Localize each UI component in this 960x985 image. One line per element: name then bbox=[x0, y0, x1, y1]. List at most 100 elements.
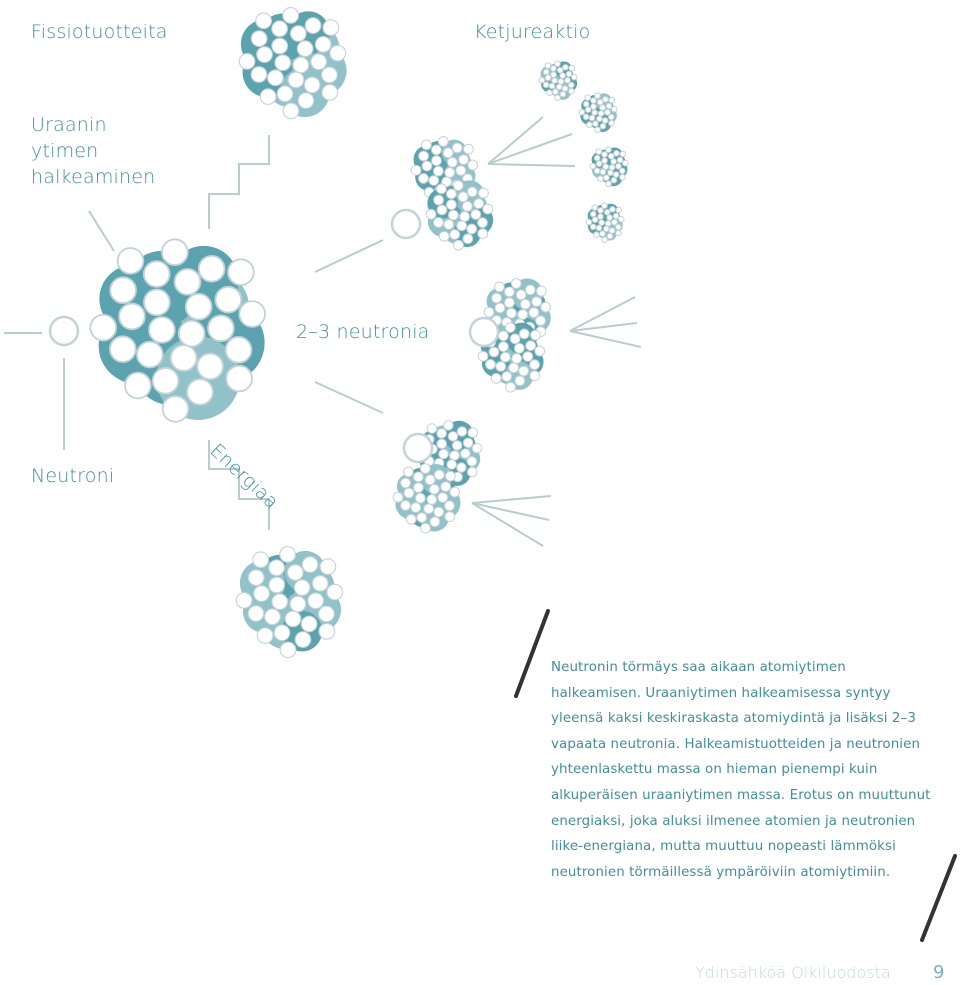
nucleon-sphere bbox=[589, 223, 597, 231]
nucleon-sphere bbox=[318, 605, 335, 623]
nucleon-sphere bbox=[402, 466, 414, 478]
nucleon-sphere bbox=[118, 302, 146, 331]
nucleon-sphere bbox=[161, 238, 189, 266]
nucleon-sphere bbox=[424, 474, 436, 486]
nucleon-sphere bbox=[595, 160, 603, 167]
nucleon-sphere bbox=[536, 285, 547, 297]
nucleon-sphere bbox=[314, 35, 332, 53]
nucleon-sphere bbox=[593, 167, 601, 175]
connector-line-7 bbox=[487, 116, 544, 165]
nucleon-sphere bbox=[590, 103, 597, 110]
nucleon-sphere bbox=[593, 154, 601, 162]
nucleon-sphere bbox=[438, 230, 450, 242]
nucleon-sphere bbox=[591, 109, 598, 116]
nucleon-sphere bbox=[451, 440, 463, 451]
chain-nucleus-1a bbox=[410, 136, 479, 207]
nucleon-sphere bbox=[599, 104, 606, 111]
nucleon-sphere bbox=[519, 298, 531, 310]
nucleon-sphere bbox=[452, 180, 464, 191]
nucleon-sphere bbox=[435, 183, 447, 195]
nucleon-sphere bbox=[493, 281, 505, 293]
nucleon-sphere bbox=[310, 53, 328, 71]
nucleon-sphere bbox=[438, 448, 449, 460]
nucleon-sphere bbox=[596, 98, 604, 106]
nucleon-sphere bbox=[259, 88, 277, 106]
chain-nucleus-3b bbox=[392, 463, 461, 534]
nucleon-sphere bbox=[542, 68, 550, 76]
nucleon-sphere bbox=[554, 94, 561, 102]
nucleon-sphere bbox=[412, 471, 424, 483]
nucleon-sphere bbox=[592, 120, 599, 128]
nucleon-sphere bbox=[403, 487, 415, 499]
nucleon-sphere bbox=[501, 371, 513, 382]
nucleon-sphere bbox=[610, 158, 617, 165]
nucleon-sphere bbox=[321, 83, 339, 101]
label-neutron: Neutroni bbox=[31, 465, 115, 487]
nucleon-sphere bbox=[559, 72, 566, 79]
nucleon-sphere bbox=[544, 74, 552, 81]
uranium-nucleus bbox=[89, 238, 267, 423]
nucleon-sphere bbox=[426, 494, 438, 505]
nucleon-sphere bbox=[568, 64, 576, 72]
nucleon-sphere bbox=[418, 173, 429, 184]
nucleon-sphere bbox=[136, 340, 164, 369]
nucleon-sphere bbox=[595, 148, 603, 155]
nucleon-sphere bbox=[207, 314, 235, 343]
nucleon-sphere bbox=[276, 85, 294, 103]
slash-bottom bbox=[920, 854, 957, 942]
nucleon-sphere bbox=[247, 569, 265, 586]
connector-line-5 bbox=[314, 239, 384, 273]
nucleon-sphere bbox=[177, 319, 206, 348]
nucleon-sphere bbox=[293, 579, 311, 597]
nucleon-sphere bbox=[591, 216, 599, 223]
far-nucleus-1 bbox=[538, 60, 578, 102]
nucleon-sphere bbox=[214, 285, 243, 314]
nucleon-sphere bbox=[508, 362, 520, 374]
nucleon-sphere bbox=[567, 81, 575, 89]
nucleon-sphere bbox=[184, 292, 213, 321]
nucleon-sphere bbox=[109, 335, 137, 363]
nucleon-sphere bbox=[590, 97, 597, 104]
nucleon-sphere bbox=[433, 469, 445, 481]
chain-nucleus-2b bbox=[477, 322, 546, 393]
nucleon-sphere bbox=[605, 180, 612, 188]
chain-nucleus-1b bbox=[425, 180, 494, 251]
nucleon-sphere bbox=[319, 558, 337, 576]
nucleon-sphere bbox=[550, 65, 557, 72]
nucleon-sphere bbox=[445, 470, 456, 482]
nucleon-sphere bbox=[418, 150, 429, 162]
nucleon-sphere bbox=[271, 37, 289, 55]
nucleon-sphere bbox=[303, 76, 321, 94]
nucleon-sphere bbox=[518, 365, 530, 377]
nucleon-sphere bbox=[405, 513, 417, 525]
nucleon-sphere bbox=[307, 592, 325, 610]
fission-product-top bbox=[238, 7, 347, 120]
nucleon-sphere bbox=[612, 212, 620, 220]
nucleon-sphere bbox=[449, 450, 460, 461]
nucleon-sphere bbox=[453, 239, 464, 251]
nucleon-sphere bbox=[570, 73, 578, 81]
nucleon-sphere bbox=[410, 502, 422, 513]
nucleon-sphere bbox=[617, 215, 625, 223]
nucleon-sphere bbox=[517, 309, 529, 320]
nucleon-sphere bbox=[420, 522, 431, 534]
nucleon-sphere bbox=[271, 593, 289, 611]
nucleon-sphere bbox=[542, 81, 550, 89]
nucleon-sphere bbox=[582, 113, 590, 121]
nucleon-sphere bbox=[447, 431, 459, 442]
nucleon-sphere bbox=[594, 126, 601, 134]
nucleon-sphere bbox=[619, 150, 627, 158]
nucleon-sphere bbox=[444, 511, 456, 523]
nucleon-sphere bbox=[89, 313, 118, 342]
nucleon-sphere bbox=[584, 106, 592, 113]
nucleon-sphere bbox=[169, 344, 198, 372]
slash-top bbox=[514, 609, 550, 698]
nucleon-sphere bbox=[268, 576, 286, 594]
nucleon-sphere bbox=[568, 87, 575, 95]
nucleon-sphere bbox=[458, 154, 470, 166]
nucleon-sphere bbox=[529, 370, 541, 382]
nucleon-sphere bbox=[425, 208, 437, 220]
nucleon-sphere bbox=[585, 218, 593, 226]
nucleon-sphere bbox=[142, 260, 171, 288]
label-neutrons-count: 2–3 neutronia bbox=[296, 321, 430, 343]
